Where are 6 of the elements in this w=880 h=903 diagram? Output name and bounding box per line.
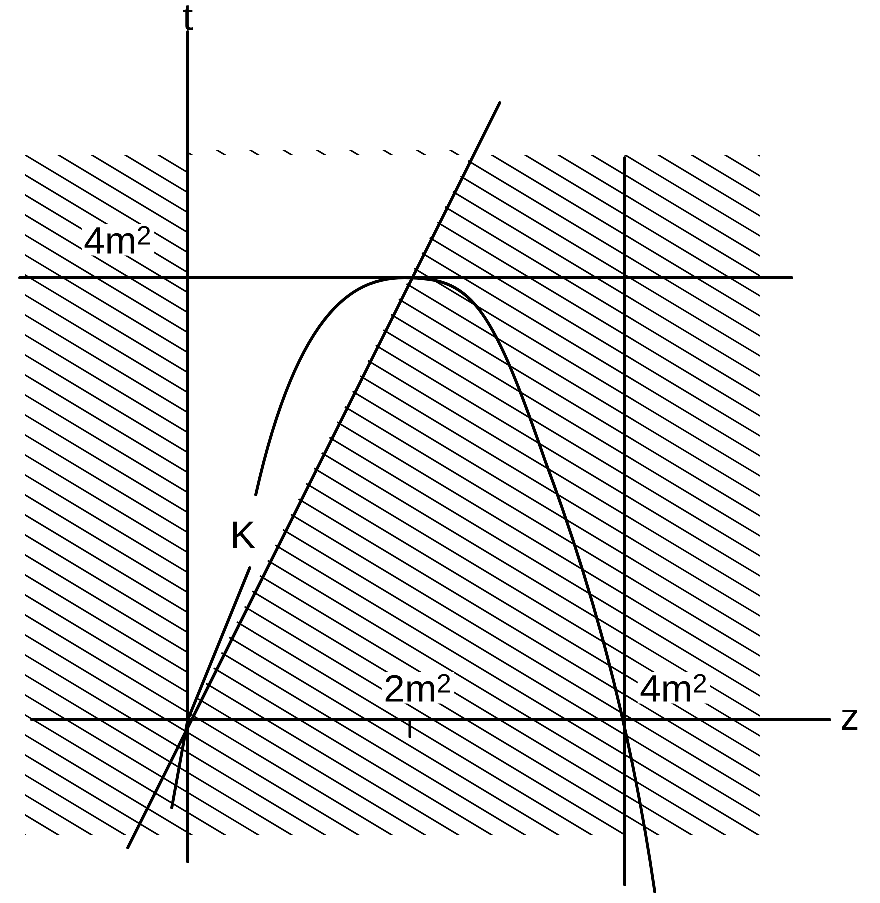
axis-label: K <box>228 520 258 550</box>
axis-label: 4m$^{2}$ <box>82 224 154 256</box>
axis-label: 4m$^{2}$ <box>638 672 710 704</box>
axis-label: t <box>183 6 193 30</box>
axis-label: z <box>842 710 858 730</box>
axis-label: 2m$^{2}$ <box>382 672 454 704</box>
